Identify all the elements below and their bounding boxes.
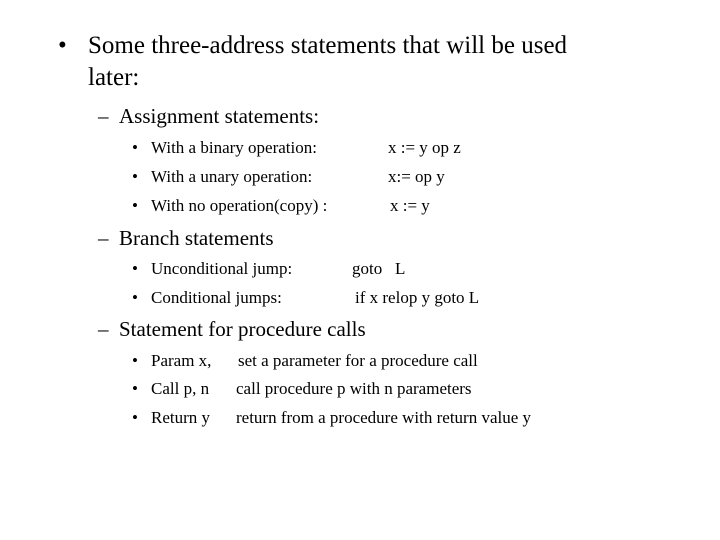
bullet-dash: – <box>98 317 109 341</box>
intro-line-1: Some three-address statements that will … <box>88 32 568 59</box>
bullet-small: • <box>132 408 138 427</box>
branch-item-code: if x relop y goto L <box>355 288 480 307</box>
procedure-heading: Statement for procedure calls <box>119 317 366 341</box>
assignment-item-label: With no operation(copy) : <box>151 196 328 215</box>
assignment-heading: Assignment statements: <box>119 104 320 128</box>
branch-item-code: goto L <box>352 259 406 278</box>
intro-line-2: later: <box>88 64 140 91</box>
bullet-small: • <box>132 351 138 370</box>
bullet-dash: – <box>98 226 109 250</box>
assignment-item-code: x := y op z <box>388 138 461 157</box>
bullet-small: • <box>132 167 138 186</box>
procedure-item-label: Call p, n <box>151 379 210 398</box>
procedure-item-desc: return from a procedure with return valu… <box>236 408 532 427</box>
bullet-small: • <box>132 138 138 157</box>
assignment-item-label: With a binary operation: <box>151 138 317 157</box>
procedure-item-label: Param x, <box>151 351 212 370</box>
branch-item-label: Conditional jumps: <box>151 288 282 307</box>
procedure-item-label: Return y <box>151 408 211 427</box>
assignment-item-code: x:= op y <box>388 167 445 186</box>
assignment-item-label: With a unary operation: <box>151 167 313 186</box>
branch-heading: Branch statements <box>119 226 274 250</box>
bullet-dash: – <box>98 104 109 128</box>
procedure-item-desc: set a parameter for a procedure call <box>238 351 478 370</box>
assignment-item-code: x := y <box>390 196 430 215</box>
bullet-small: • <box>132 379 138 398</box>
bullet-small: • <box>132 196 138 215</box>
bullet-small: • <box>132 259 138 278</box>
bullet-small: • <box>132 288 138 307</box>
branch-item-label: Unconditional jump: <box>151 259 293 278</box>
bullet-dot: • <box>58 32 67 59</box>
procedure-item-desc: call procedure p with n parameters <box>236 379 472 398</box>
